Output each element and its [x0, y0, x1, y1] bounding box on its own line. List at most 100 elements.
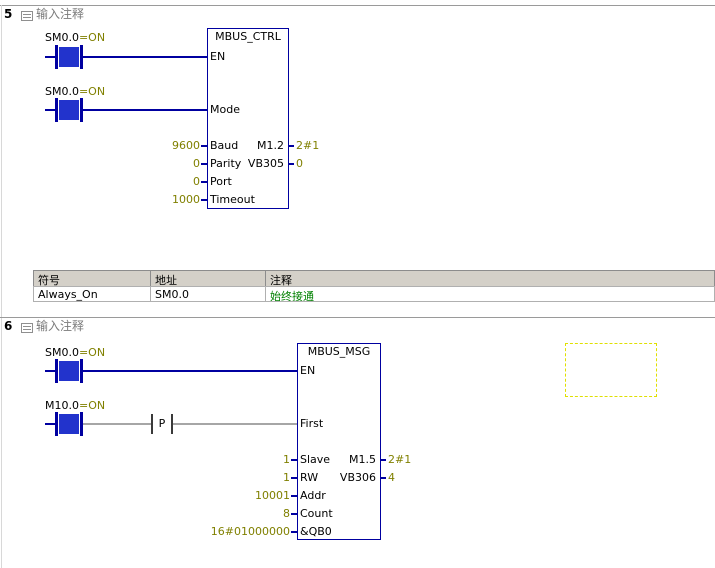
power-flow-fill	[59, 47, 79, 67]
status-text: =ON	[78, 346, 106, 359]
operand-text: SM0.0	[45, 346, 79, 359]
operand-text: M10.0	[45, 399, 79, 412]
wire	[83, 423, 151, 425]
pin-stub	[380, 459, 386, 461]
contact-bar	[80, 98, 83, 122]
comment-icon	[21, 323, 33, 333]
power-flow-fill	[59, 100, 79, 120]
network-5-separator	[0, 5, 715, 6]
pin-stub	[288, 145, 294, 147]
network-6-number: 6	[4, 319, 13, 333]
status-value-error: 4	[388, 471, 395, 484]
no-contact[interactable]	[55, 359, 83, 383]
network-5-number: 5	[4, 7, 13, 21]
edge-contact-bar	[171, 414, 173, 434]
output-operand-done[interactable]: M1.5	[349, 453, 376, 466]
contact-bar	[80, 412, 83, 436]
pin-label-en: EN	[210, 50, 226, 63]
pin-label-en: EN	[300, 364, 316, 377]
contact-operand-label[interactable]: M10.0=ON	[45, 399, 105, 412]
status-value-error: 0	[296, 157, 303, 170]
pin-label-rw: RW	[300, 471, 319, 484]
editor-left-edge	[1, 5, 2, 568]
symbol-table-cell-symbol: Always_On	[33, 286, 151, 302]
input-operand-rw[interactable]: 1	[283, 471, 290, 484]
symbol-table-header-symbol: 符号	[33, 270, 151, 287]
no-contact[interactable]	[55, 45, 83, 69]
symbol-table-header-comment: 注释	[265, 270, 715, 287]
pin-stub	[201, 145, 207, 147]
input-operand-slave[interactable]: 1	[283, 453, 290, 466]
pin-label-mode: Mode	[210, 103, 240, 116]
wire	[45, 423, 55, 425]
input-operand-parity[interactable]: 0	[193, 157, 200, 170]
status-text: =ON	[78, 31, 106, 44]
output-operand-error[interactable]: VB306	[339, 471, 376, 484]
edge-contact-bar	[151, 414, 153, 434]
pin-stub	[291, 459, 297, 461]
pin-stub	[201, 163, 207, 165]
pin-stub	[201, 199, 207, 201]
contact-bar	[55, 98, 58, 122]
input-operand-dataptr[interactable]: 16#01000000	[210, 525, 290, 538]
wire	[45, 56, 55, 58]
symbol-table-header-address: 地址	[150, 270, 266, 287]
pin-stub	[288, 163, 294, 165]
network-5-comment[interactable]: 输入注释	[36, 7, 85, 21]
power-flow-fill	[59, 414, 79, 434]
empty-selection-box	[565, 343, 657, 397]
symbol-table-cell-address: SM0.0	[150, 286, 266, 302]
block-title: MBUS_MSG	[307, 345, 371, 358]
wire	[173, 423, 297, 425]
contact-bar	[55, 45, 58, 69]
contact-operand-label[interactable]: SM0.0=ON	[45, 85, 105, 98]
output-operand-error[interactable]: VB305	[247, 157, 284, 170]
pin-label-first: First	[300, 417, 324, 430]
input-operand-addr[interactable]: 10001	[255, 489, 290, 502]
wire	[83, 56, 207, 58]
contact-operand-label[interactable]: SM0.0=ON	[45, 346, 105, 359]
no-contact[interactable]	[55, 412, 83, 436]
wire	[83, 370, 297, 372]
contact-bar	[55, 412, 58, 436]
pin-label-port: Port	[210, 175, 232, 188]
network-6-comment[interactable]: 输入注释	[36, 319, 85, 333]
input-operand-port[interactable]: 0	[193, 175, 200, 188]
pin-label-slave: Slave	[300, 453, 331, 466]
status-value-done: 2#1	[296, 139, 320, 152]
positive-edge-contact[interactable]: P	[158, 417, 166, 430]
input-operand-timeout[interactable]: 1000	[172, 193, 200, 206]
pin-stub	[380, 477, 386, 479]
output-operand-done[interactable]: M1.2	[257, 139, 284, 152]
comment-icon	[21, 11, 33, 21]
input-operand-count[interactable]: 8	[283, 507, 290, 520]
contact-bar	[80, 359, 83, 383]
power-flow-fill	[59, 361, 79, 381]
pin-stub	[291, 531, 297, 533]
pin-label-addr: Addr	[300, 489, 326, 502]
wire	[45, 370, 55, 372]
status-text: =ON	[78, 399, 106, 412]
contact-operand-label[interactable]: SM0.0=ON	[45, 31, 105, 44]
status-text: =ON	[78, 85, 106, 98]
pin-label-timeout: Timeout	[210, 193, 255, 206]
wire	[45, 109, 55, 111]
mbus-ctrl-block[interactable]	[207, 28, 289, 209]
mbus-msg-block[interactable]	[297, 343, 381, 540]
contact-bar	[80, 45, 83, 69]
pin-label-parity: Parity	[210, 157, 242, 170]
block-title: MBUS_CTRL	[215, 30, 281, 43]
pin-label-baud: Baud	[210, 139, 239, 152]
network-6-separator	[0, 317, 715, 318]
status-value-done: 2#1	[388, 453, 412, 466]
input-operand-baud[interactable]: 9600	[172, 139, 200, 152]
operand-text: SM0.0	[45, 31, 79, 44]
pin-stub	[201, 181, 207, 183]
contact-bar	[55, 359, 58, 383]
no-contact[interactable]	[55, 98, 83, 122]
pin-label-dataptr[interactable]: &QB0	[300, 525, 332, 538]
pin-stub	[291, 495, 297, 497]
operand-text: SM0.0	[45, 85, 79, 98]
pin-stub	[291, 477, 297, 479]
